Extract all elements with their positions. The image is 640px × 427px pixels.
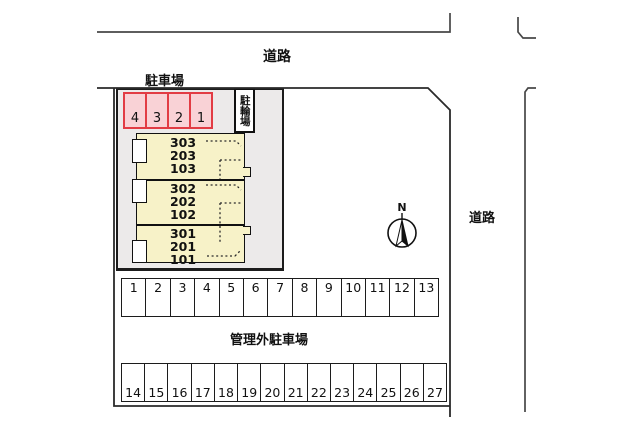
room-number: 101 bbox=[169, 252, 197, 267]
outside-stall: 13 bbox=[418, 280, 435, 295]
outside-stall: 15 bbox=[145, 364, 169, 401]
outside-parking-row-2: 14 15 16 17 18 19 20 21 22 23 24 25 26 2… bbox=[121, 363, 447, 402]
outside-stall: 25 bbox=[377, 364, 401, 401]
unit-room-numbers: 303 203 103 bbox=[157, 136, 209, 175]
outside-stall: 22 bbox=[308, 364, 331, 401]
outside-stall: 3 bbox=[171, 279, 196, 316]
parking-lot-label: 駐車場 bbox=[145, 74, 185, 89]
outside-stall: 1 bbox=[122, 279, 147, 316]
outside-stall: 4 bbox=[195, 279, 220, 316]
outside-stall: 27 bbox=[427, 385, 443, 400]
outside-stall: 6 bbox=[244, 279, 269, 316]
outside-stall: 5 bbox=[220, 279, 244, 316]
bicycle-parking-label: 駐輪場 bbox=[238, 94, 251, 127]
outside-stall: 21 bbox=[285, 364, 308, 401]
road-edge-top bbox=[97, 13, 451, 33]
building-notch bbox=[243, 226, 251, 235]
building-entrance bbox=[132, 240, 147, 263]
parking-stall: 2 bbox=[169, 94, 191, 127]
road-label-right: 道路 bbox=[469, 211, 496, 226]
outside-stall: 16 bbox=[168, 364, 192, 401]
outside-stall: 8 bbox=[293, 279, 318, 316]
building-entrance bbox=[132, 139, 147, 163]
outside-stall: 20 bbox=[261, 364, 285, 401]
outside-stall: 2 bbox=[146, 279, 171, 316]
parking-stall: 4 bbox=[125, 94, 147, 127]
outside-stall: 23 bbox=[331, 364, 355, 401]
unit-room-numbers: 302 202 102 bbox=[157, 182, 209, 221]
outside-stall: 26 bbox=[401, 364, 424, 401]
building-entrance bbox=[132, 179, 147, 203]
curb-corner bbox=[517, 17, 536, 39]
outside-stall: 9 bbox=[317, 279, 342, 316]
outside-stall: 24 bbox=[354, 364, 378, 401]
outside-stall: 7 bbox=[268, 279, 293, 316]
room-number: 103 bbox=[169, 161, 197, 176]
outside-stall: 19 bbox=[238, 364, 262, 401]
bicycle-parking-box: 駐輪場 bbox=[234, 88, 255, 133]
outside-stall: 11 bbox=[366, 279, 391, 316]
outside-stall: 10 bbox=[342, 279, 366, 316]
outside-parking-label: 管理外駐車場 bbox=[229, 333, 308, 348]
outside-stall: 14 bbox=[122, 364, 146, 401]
parking-stall: 1 bbox=[196, 111, 206, 126]
outside-stall: 17 bbox=[192, 364, 215, 401]
outside-parking-row-1: 1 2 3 4 5 6 7 8 9 10 11 12 13 bbox=[121, 278, 439, 317]
road-label-top: 道路 bbox=[263, 49, 291, 65]
outside-stall: 12 bbox=[390, 279, 415, 316]
parking-stall: 3 bbox=[147, 94, 169, 127]
compass-north-label: N bbox=[397, 201, 407, 214]
compass-icon bbox=[387, 213, 417, 248]
outside-stall: 18 bbox=[215, 364, 239, 401]
road-edge-right bbox=[524, 87, 536, 412]
unit-room-numbers: 301 201 101 bbox=[157, 227, 209, 266]
parking-stall-row: 4 3 2 1 bbox=[123, 92, 213, 129]
room-number: 102 bbox=[169, 207, 197, 222]
building-notch bbox=[243, 167, 251, 177]
